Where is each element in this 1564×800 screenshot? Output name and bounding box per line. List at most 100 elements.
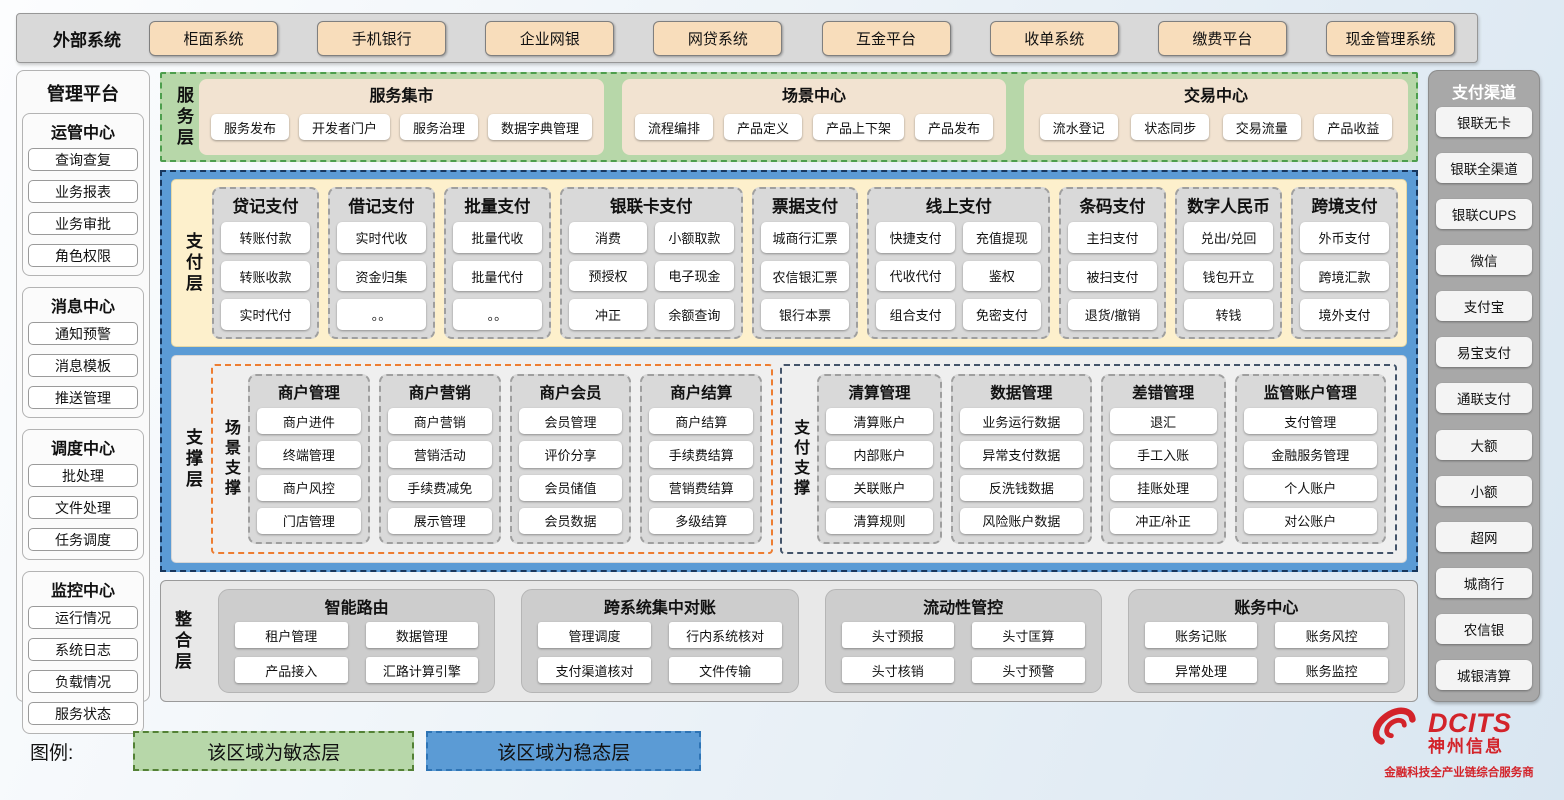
management-item-button[interactable]: 业务报表: [28, 180, 138, 203]
integration-item-button[interactable]: 产品接入: [235, 657, 348, 683]
payment-item-button[interactable]: 被扫支付: [1068, 260, 1158, 292]
payment-item-button[interactable]: 资金归集: [336, 260, 426, 292]
integration-item-button[interactable]: 头寸预警: [972, 657, 1085, 683]
payment-item-button[interactable]: 小额取款: [655, 222, 734, 253]
channel-button[interactable]: 城商行: [1436, 567, 1532, 598]
payment-item-button[interactable]: 外币支付: [1300, 222, 1389, 253]
payment-item-button[interactable]: 转账付款: [221, 222, 310, 253]
external-system-button[interactable]: 网贷系统: [653, 20, 783, 56]
integration-item-button[interactable]: 管理调度: [538, 622, 651, 648]
integration-item-button[interactable]: 数据管理: [365, 622, 479, 648]
external-system-button[interactable]: 缴费平台: [1157, 20, 1287, 56]
payment-item-button[interactable]: 银行本票: [760, 299, 850, 331]
service-item-button[interactable]: 交易流量: [1222, 114, 1301, 140]
channel-button[interactable]: 银联全渠道: [1436, 153, 1532, 184]
integration-item-button[interactable]: 账务记账: [1144, 622, 1258, 648]
support-item-button[interactable]: 退汇: [1109, 408, 1217, 435]
support-item-button[interactable]: 手续费减免: [387, 474, 492, 501]
channel-button[interactable]: 易宝支付: [1436, 337, 1532, 368]
payment-item-button[interactable]: 兑出/兑回: [1184, 222, 1273, 253]
management-item-button[interactable]: 负载情况: [28, 670, 138, 693]
integration-item-button[interactable]: 头寸匡算: [972, 622, 1085, 648]
payment-item-button[interactable]: 转账收款: [221, 260, 310, 292]
support-item-button[interactable]: 清算规则: [826, 507, 933, 534]
payment-item-button[interactable]: 冲正: [568, 299, 648, 330]
service-item-button[interactable]: 流水登记: [1039, 114, 1118, 140]
support-item-button[interactable]: 营销费结算: [649, 474, 754, 501]
channel-button[interactable]: 小额: [1436, 475, 1532, 506]
payment-item-button[interactable]: 农信银汇票: [760, 260, 850, 292]
support-item-button[interactable]: 风险账户数据: [959, 507, 1083, 534]
support-item-button[interactable]: 展示管理: [387, 507, 492, 534]
service-item-button[interactable]: 状态同步: [1131, 114, 1210, 140]
payment-item-button[interactable]: 电子现金: [655, 260, 734, 292]
external-system-button[interactable]: 手机银行: [317, 20, 447, 56]
management-item-button[interactable]: 系统日志: [28, 638, 138, 661]
management-item-button[interactable]: 批处理: [28, 464, 138, 487]
support-item-button[interactable]: 冲正/补正: [1109, 507, 1217, 534]
support-item-button[interactable]: 异常支付数据: [959, 441, 1083, 468]
support-item-button[interactable]: 关联账户: [826, 474, 933, 501]
payment-item-button[interactable]: 余额查询: [655, 299, 734, 330]
support-item-button[interactable]: 评价分享: [518, 441, 623, 468]
service-item-button[interactable]: 服务治理: [400, 114, 479, 140]
payment-item-button[interactable]: 退货/撤销: [1068, 299, 1158, 331]
external-system-button[interactable]: 现金管理系统: [1325, 20, 1455, 56]
service-item-button[interactable]: 产品发布: [914, 114, 993, 140]
payment-item-button[interactable]: 实时代收: [336, 222, 426, 253]
external-system-button[interactable]: 柜面系统: [149, 20, 278, 56]
payment-item-button[interactable]: 钱包开立: [1184, 260, 1273, 292]
support-item-button[interactable]: 终端管理: [257, 441, 361, 468]
support-item-button[interactable]: 商户营销: [387, 408, 492, 435]
integration-item-button[interactable]: 头寸核销: [841, 657, 955, 683]
payment-item-button[interactable]: 免密支付: [962, 299, 1042, 330]
payment-item-button[interactable]: 。。: [452, 299, 542, 331]
external-system-button[interactable]: 互金平台: [821, 20, 951, 56]
support-item-button[interactable]: 会员管理: [518, 408, 623, 435]
support-item-button[interactable]: 金融服务管理: [1243, 441, 1377, 468]
integration-item-button[interactable]: 支付渠道核对: [538, 657, 651, 683]
support-item-button[interactable]: 反洗钱数据: [959, 474, 1083, 501]
support-item-button[interactable]: 商户风控: [257, 474, 361, 501]
service-item-button[interactable]: 流程编排: [635, 114, 714, 140]
channel-button[interactable]: 农信银: [1436, 613, 1532, 644]
payment-item-button[interactable]: 消费: [568, 222, 648, 253]
management-item-button[interactable]: 消息模板: [28, 354, 138, 377]
payment-item-button[interactable]: 代收代付: [876, 260, 955, 292]
management-item-button[interactable]: 查询查复: [28, 148, 138, 171]
support-item-button[interactable]: 对公账户: [1243, 507, 1377, 534]
payment-item-button[interactable]: 鉴权: [962, 260, 1042, 292]
channel-button[interactable]: 通联支付: [1436, 383, 1532, 414]
support-item-button[interactable]: 清算账户: [826, 408, 933, 435]
integration-item-button[interactable]: 汇路计算引擎: [365, 657, 479, 683]
integration-item-button[interactable]: 头寸预报: [841, 622, 955, 648]
payment-item-button[interactable]: 境外支付: [1300, 299, 1389, 331]
integration-item-button[interactable]: 文件传输: [668, 657, 782, 683]
integration-item-button[interactable]: 账务监控: [1275, 657, 1388, 683]
payment-item-button[interactable]: 转钱: [1184, 299, 1273, 331]
management-item-button[interactable]: 运行情况: [28, 606, 138, 629]
service-item-button[interactable]: 产品收益: [1314, 114, 1393, 140]
integration-item-button[interactable]: 行内系统核对: [668, 622, 782, 648]
payment-item-button[interactable]: 预授权: [568, 260, 648, 292]
channel-button[interactable]: 支付宝: [1436, 291, 1532, 322]
support-item-button[interactable]: 多级结算: [649, 507, 754, 534]
external-system-button[interactable]: 收单系统: [989, 20, 1119, 56]
payment-item-button[interactable]: 城商行汇票: [760, 222, 850, 253]
payment-item-button[interactable]: 组合支付: [876, 299, 955, 330]
payment-item-button[interactable]: 主扫支付: [1068, 222, 1158, 253]
support-item-button[interactable]: 商户进件: [257, 408, 361, 435]
payment-item-button[interactable]: 。。: [336, 299, 426, 331]
integration-item-button[interactable]: 异常处理: [1144, 657, 1258, 683]
service-item-button[interactable]: 产品上下架: [813, 114, 905, 140]
channel-button[interactable]: 微信: [1436, 245, 1532, 276]
support-item-button[interactable]: 挂账处理: [1109, 474, 1217, 501]
external-system-button[interactable]: 企业网银: [485, 20, 615, 56]
integration-item-button[interactable]: 租户管理: [235, 622, 348, 648]
management-item-button[interactable]: 任务调度: [28, 528, 138, 551]
payment-item-button[interactable]: 批量代付: [452, 260, 542, 292]
management-item-button[interactable]: 推送管理: [28, 386, 138, 409]
support-item-button[interactable]: 营销活动: [387, 441, 492, 468]
support-item-button[interactable]: 内部账户: [826, 441, 933, 468]
support-item-button[interactable]: 支付管理: [1243, 408, 1377, 435]
